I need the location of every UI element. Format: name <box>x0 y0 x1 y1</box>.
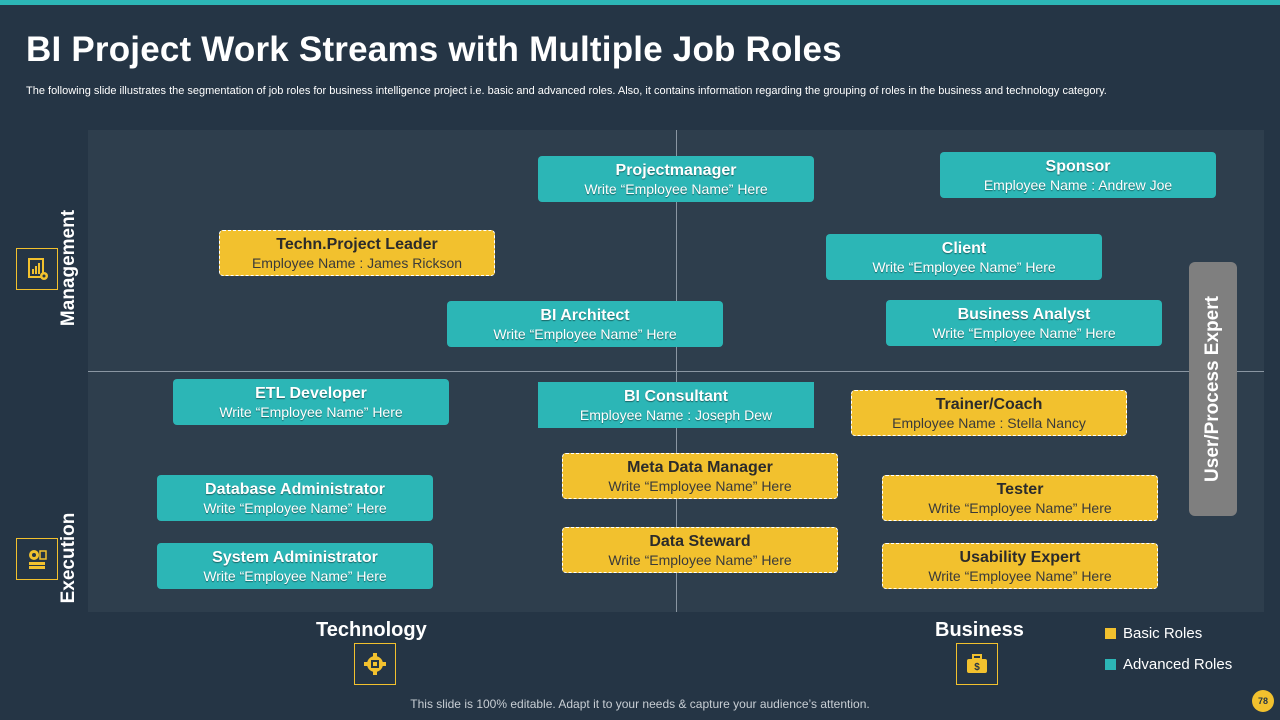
business-icon-box: $ <box>956 643 998 685</box>
role-title: System Administrator <box>212 548 378 566</box>
axis-label-execution: Execution <box>58 512 79 604</box>
technology-gear-chip-icon <box>364 653 386 675</box>
employee-name: Write “Employee Name” Here <box>872 258 1056 275</box>
slide-subtitle: The following slide illustrates the segm… <box>26 85 1107 97</box>
employee-name: Employee Name : Joseph Dew <box>579 406 773 423</box>
employee-name: Write “Employee Name” Here <box>584 180 768 197</box>
role-title: Data Steward <box>649 532 751 550</box>
execution-icon-box <box>16 538 58 580</box>
employee-name: Write “Employee Name” Here <box>203 567 387 584</box>
management-chart-gear-icon <box>28 258 48 280</box>
role-card-bi-consultant: BI Consultant Employee Name : Joseph Dew <box>538 382 814 428</box>
role-title: Business Analyst <box>957 305 1091 323</box>
role-card-bi-architect: BI Architect Write “Employee Name” Here <box>447 301 723 347</box>
role-card-tech-project-leader: Techn.Project Leader Employee Name : Jam… <box>219 230 495 276</box>
role-card-business-analyst: Business Analyst Write “Employee Name” H… <box>886 300 1162 346</box>
legend-advanced-roles: Advanced Roles <box>1105 656 1232 673</box>
user-process-expert-bar: User/Process Expert <box>1189 262 1237 516</box>
legend-basic-roles: Basic Roles <box>1105 625 1202 642</box>
execution-gear-document-icon <box>29 550 47 569</box>
role-title: Client <box>941 239 987 257</box>
legend-label-advanced: Advanced Roles <box>1123 656 1233 673</box>
employee-name: Write “Employee Name” Here <box>219 403 403 420</box>
legend-swatch-advanced <box>1105 659 1116 670</box>
employee-name: Write “Employee Name” Here <box>493 325 677 342</box>
employee-name: Employee Name : Stella Nancy <box>892 414 1086 431</box>
user-process-expert-label: User/Process Expert <box>1202 296 1223 482</box>
role-title: Techn.Project Leader <box>276 235 438 253</box>
employee-name: Write “Employee Name” Here <box>608 477 792 494</box>
employee-name: Write “Employee Name” Here <box>928 567 1112 584</box>
role-title: Tester <box>996 480 1044 498</box>
slide-footer: This slide is 100% editable. Adapt it to… <box>410 697 870 711</box>
management-icon-box <box>16 248 58 290</box>
employee-name: Write “Employee Name” Here <box>203 499 387 516</box>
employee-name: Write “Employee Name” Here <box>928 499 1112 516</box>
slide-title: BI Project Work Streams with Multiple Jo… <box>26 30 842 69</box>
axis-label-management: Management <box>58 209 79 327</box>
horizontal-divider <box>88 371 1264 372</box>
top-accent-bar <box>0 0 1280 5</box>
role-title: Usability Expert <box>959 548 1081 566</box>
role-title: Meta Data Manager <box>627 458 773 476</box>
role-card-trainer-coach: Trainer/Coach Employee Name : Stella Nan… <box>851 390 1127 436</box>
role-card-usability-expert: Usability Expert Write “Employee Name” H… <box>882 543 1158 589</box>
role-title: ETL Developer <box>255 384 367 402</box>
role-title: Database Administrator <box>205 480 385 498</box>
role-card-project-manager: Projectmanager Write “Employee Name” Her… <box>538 156 814 202</box>
employee-name: Employee Name : James Rickson <box>251 254 463 271</box>
employee-name: Write “Employee Name” Here <box>608 551 792 568</box>
role-title: Trainer/Coach <box>935 395 1043 413</box>
role-title: BI Consultant <box>624 387 728 405</box>
page-number-badge: 78 <box>1252 690 1274 712</box>
role-card-system-administrator: System Administrator Write “Employee Nam… <box>157 543 433 589</box>
employee-name: Employee Name : Andrew Joe <box>983 176 1173 193</box>
role-title: Projectmanager <box>615 161 737 179</box>
role-card-sponsor: Sponsor Employee Name : Andrew Joe <box>940 152 1216 198</box>
business-briefcase-dollar-icon: $ <box>967 654 987 673</box>
legend-swatch-basic <box>1105 628 1116 639</box>
role-card-data-steward: Data Steward Write “Employee Name” Here <box>562 527 838 573</box>
role-card-meta-data-manager: Meta Data Manager Write “Employee Name” … <box>562 453 838 499</box>
axis-label-technology: Technology <box>316 619 427 641</box>
technology-icon-box <box>354 643 396 685</box>
role-card-etl-developer: ETL Developer Write “Employee Name” Here <box>173 379 449 425</box>
role-card-tester: Tester Write “Employee Name” Here <box>882 475 1158 521</box>
employee-name: Write “Employee Name” Here <box>932 324 1116 341</box>
axis-label-business: Business <box>935 619 1024 641</box>
role-title: BI Architect <box>540 306 630 324</box>
svg-text:$: $ <box>974 662 980 673</box>
role-card-client: Client Write “Employee Name” Here <box>826 234 1102 280</box>
legend-label-basic: Basic Roles <box>1123 625 1203 642</box>
role-title: Sponsor <box>1045 157 1111 175</box>
role-card-database-administrator: Database Administrator Write “Employee N… <box>157 475 433 521</box>
